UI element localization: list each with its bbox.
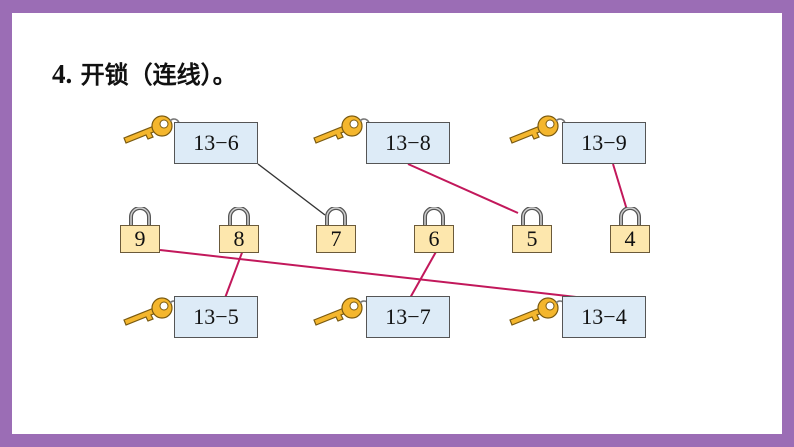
exercise-number: 4. (52, 59, 73, 89)
lock-number: 4 (610, 225, 650, 253)
lock-number: 9 (120, 225, 160, 253)
line-13-8-to-5 (407, 163, 519, 214)
lock-7: 7 (316, 207, 356, 253)
lock-shackle-icon (228, 207, 250, 228)
worksheet-frame (12, 13, 782, 434)
key-card-bottom-1: 13−5 (174, 296, 258, 338)
line-13-9-to-4 (612, 163, 628, 211)
lock-5: 5 (512, 207, 552, 253)
lock-shackle-icon (619, 207, 641, 228)
lock-number: 6 (414, 225, 454, 253)
line-6-to-13-7 (409, 249, 438, 299)
line-9-to-13-4 (159, 249, 586, 299)
lock-shackle-icon (423, 207, 445, 228)
key-card-bottom-3: 13−4 (562, 296, 646, 338)
line-13-6-to-7 (257, 163, 326, 216)
lock-6: 6 (414, 207, 454, 253)
key-card-top-2: 13−8 (366, 122, 450, 164)
key-card-top-3: 13−9 (562, 122, 646, 164)
exercise-title: 4. 开锁（连线）。 (52, 55, 237, 90)
lock-number: 5 (512, 225, 552, 253)
exercise-instruction: 开锁（连线）。 (72, 61, 237, 89)
lock-shackle-icon (521, 207, 543, 228)
lock-8: 8 (219, 207, 259, 253)
lock-number: 7 (316, 225, 356, 253)
key-card-bottom-2: 13−7 (366, 296, 450, 338)
line-8-to-13-5 (224, 249, 244, 299)
lock-9: 9 (120, 207, 160, 253)
key-card-top-1: 13−6 (174, 122, 258, 164)
lock-number: 8 (219, 225, 259, 253)
lock-shackle-icon (325, 207, 347, 228)
lock-shackle-icon (129, 207, 151, 228)
lock-4: 4 (610, 207, 650, 253)
